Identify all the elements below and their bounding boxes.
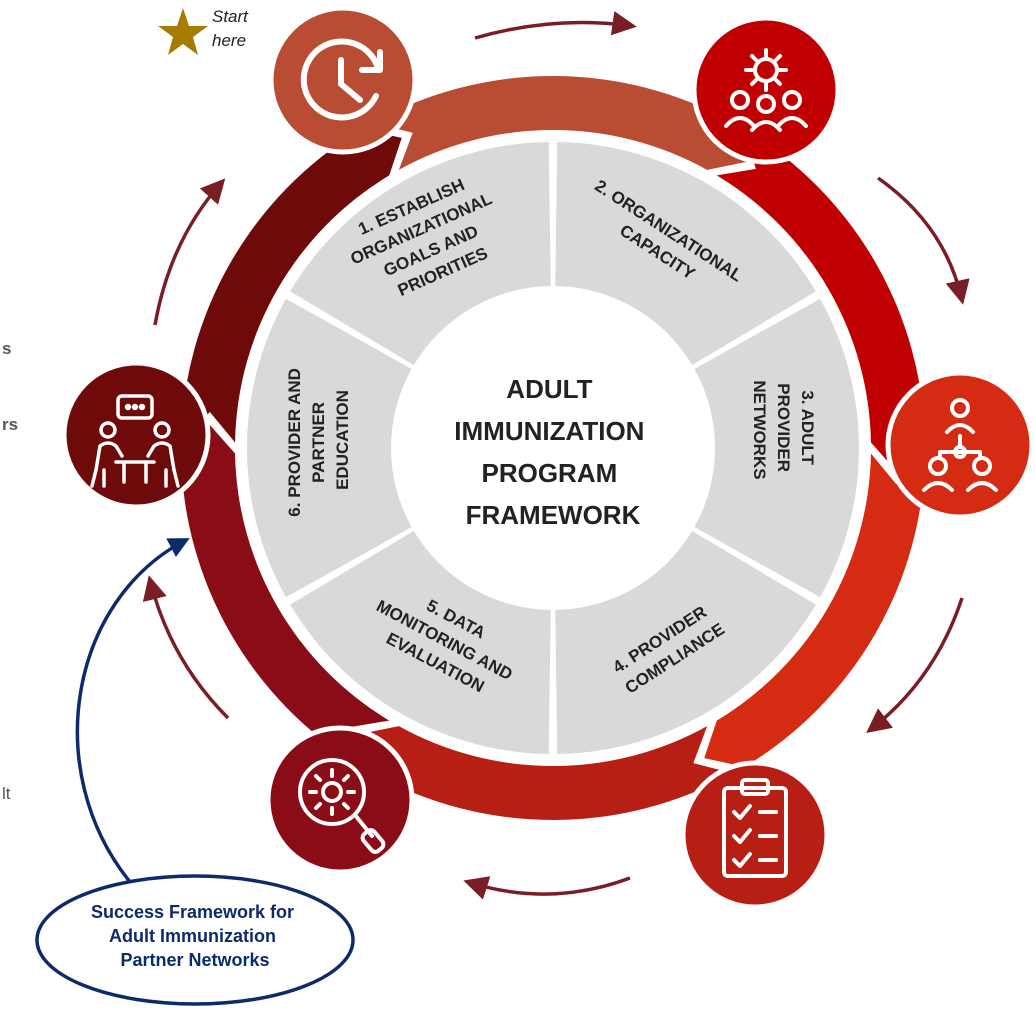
cycle-arrow-4 [463,876,631,900]
cycle-arrow-2 [876,176,970,305]
meeting-people-icon [90,394,180,488]
edge-fragment-3: lt [2,784,11,803]
segment-label-6: 6. PROVIDER AND PARTNER EDUCATION [285,363,352,516]
outer-ring [181,76,925,821]
ring-segment-4 [360,726,734,821]
wheel-segment-6 [247,298,412,598]
success-framework-callout: Success Framework for Adult Immunization… [35,538,355,1006]
cycle-arrow-6 [153,178,226,326]
ring-segment-1 [372,76,746,170]
clipboard-checklist-icon [722,778,788,878]
ring-segment-3 [704,453,925,767]
clock-refresh-icon [300,38,383,121]
start-label: Start here [212,7,253,50]
wheel-segment-4 [555,530,816,754]
callout-label: Success Framework for Adult Immunization… [91,902,299,970]
edge-fragment-1: s [2,339,11,358]
icon-node-3 [885,370,1035,520]
cycle-arrow-5 [142,575,230,720]
icon-node-2 [691,15,841,165]
cycle-arrow-1 [474,11,637,40]
segment-wheel [247,142,859,754]
icon-node-5 [265,725,415,875]
ring-segment-6 [181,129,402,443]
cycle-arrow-3 [866,597,964,733]
wheel-segment-5 [290,530,551,754]
icon-node-4 [680,760,830,910]
team-gear-icon [724,48,808,132]
center-circle [393,288,713,608]
segment-label-3: 3. ADULT PROVIDER NETWORKS [750,380,817,479]
gear-magnifier-icon [298,758,386,854]
callout-ellipse [35,874,355,1006]
ring-segment-5 [181,423,390,767]
center-title: ADULT IMMUNIZATION PROGRAM FRAMEWORK [454,374,651,530]
wheel-segment-1 [290,142,551,366]
callout-arrow [75,538,190,884]
wheel-segment-2 [555,142,816,366]
ring-segment-2 [716,129,925,473]
icon-node-1 [268,5,418,155]
cycle-arrows [142,11,970,900]
network-people-icon [922,398,998,492]
star-icon [158,8,208,55]
icon-node-6 [61,360,211,510]
wheel-segment-3 [694,298,859,598]
start-marker: Start here [158,7,253,55]
edge-fragment-2: rs [2,415,18,434]
